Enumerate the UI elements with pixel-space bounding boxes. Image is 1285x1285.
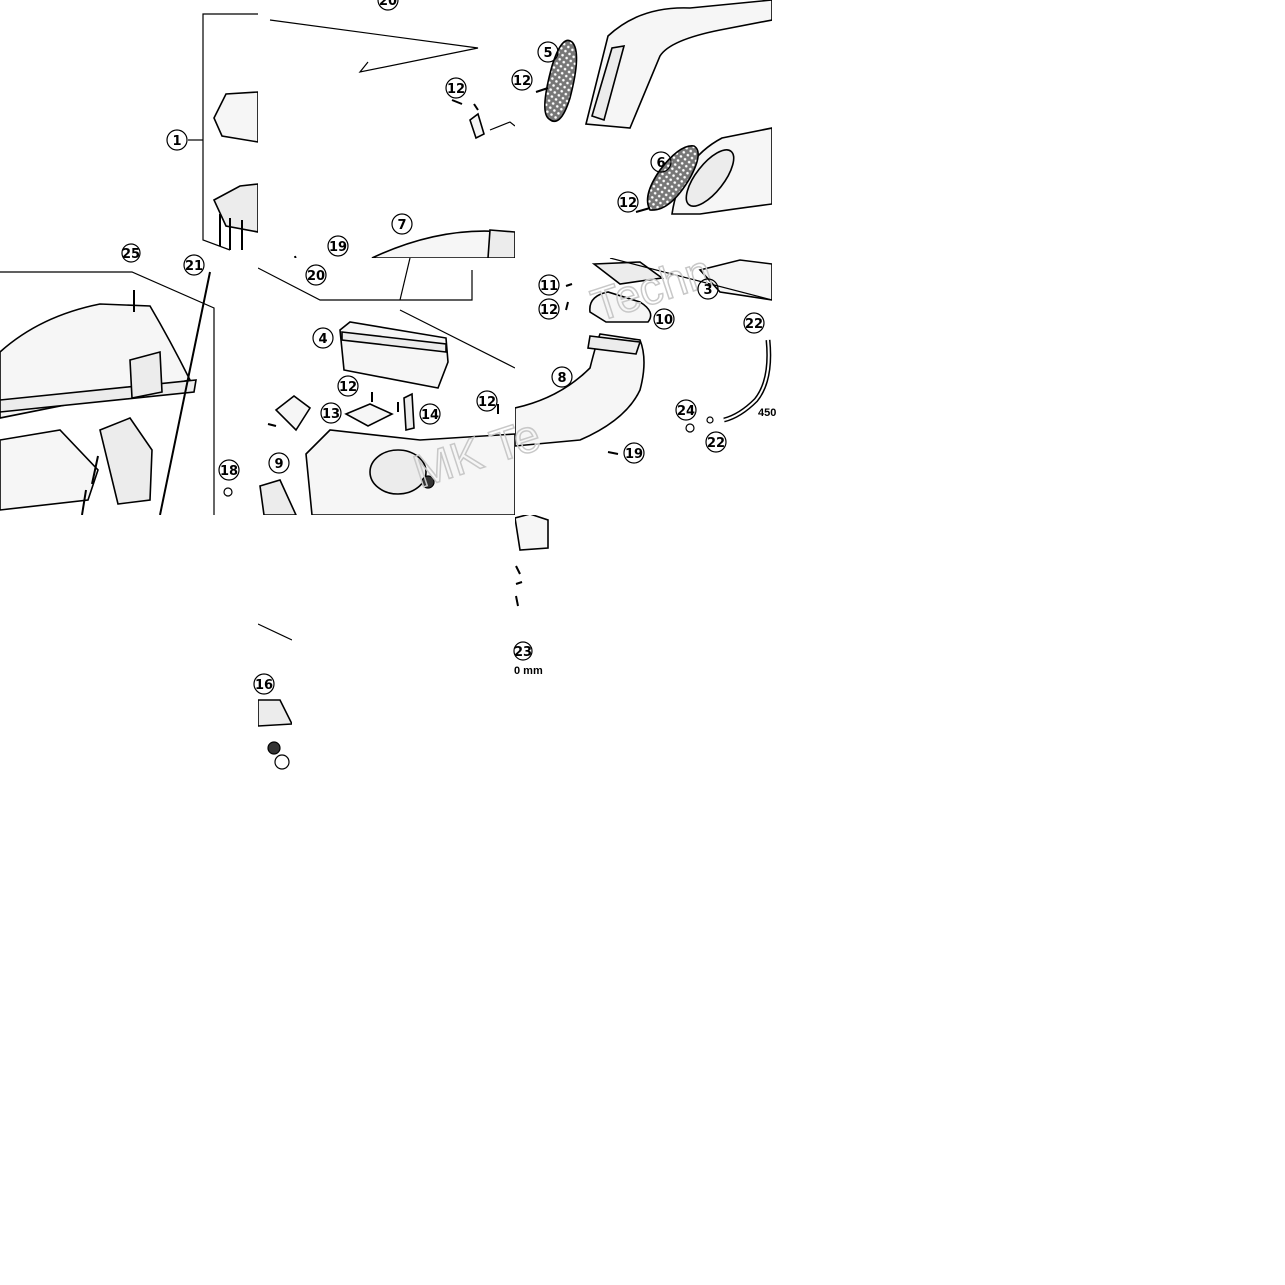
svg-text:8: 8 bbox=[557, 371, 566, 386]
svg-text:20: 20 bbox=[379, 0, 397, 9]
tile-top-left bbox=[188, 13, 258, 251]
callout-12-b: 12 bbox=[511, 69, 533, 91]
svg-text:12: 12 bbox=[339, 380, 357, 395]
callout-20-b: 20 bbox=[305, 264, 327, 286]
svg-text:11: 11 bbox=[540, 279, 558, 294]
callout-3: 3 bbox=[697, 278, 719, 300]
callout-5: 5 bbox=[537, 41, 559, 63]
callout-19-a: 19 bbox=[327, 235, 349, 257]
callout-8: 8 bbox=[551, 366, 573, 388]
callout-23: 23 bbox=[513, 641, 533, 661]
callout-22-b: 22 bbox=[705, 431, 727, 453]
tube-14 bbox=[403, 392, 415, 432]
callout-12-c: 12 bbox=[617, 191, 639, 213]
tile-mid-left bbox=[0, 271, 233, 515]
intake-duct-upper bbox=[584, 0, 772, 129]
tile-top-middle bbox=[269, 19, 515, 258]
air-filter-4 bbox=[339, 321, 449, 389]
svg-text:12: 12 bbox=[540, 303, 558, 318]
svg-text:21: 21 bbox=[185, 259, 203, 274]
svg-text:12: 12 bbox=[513, 74, 531, 89]
unit-label: 0 mm bbox=[514, 665, 543, 677]
callout-20-a: 20 bbox=[377, 0, 399, 11]
svg-text:4: 4 bbox=[318, 332, 327, 347]
callout-12-a: 12 bbox=[445, 77, 467, 99]
callout-10: 10 bbox=[653, 308, 675, 330]
svg-text:1: 1 bbox=[172, 134, 181, 149]
tile-center bbox=[258, 258, 515, 515]
svg-text:5: 5 bbox=[543, 46, 552, 61]
assembly-bracket-1 bbox=[202, 13, 258, 251]
callout-12-f: 12 bbox=[538, 298, 560, 320]
svg-text:12: 12 bbox=[478, 395, 496, 410]
svg-text:3: 3 bbox=[703, 283, 712, 298]
svg-text:20: 20 bbox=[307, 269, 325, 284]
callout-7: 7 bbox=[391, 213, 413, 235]
svg-text:19: 19 bbox=[329, 240, 347, 255]
callout-11: 11 bbox=[538, 274, 560, 296]
svg-text:23: 23 bbox=[514, 645, 532, 660]
svg-text:9: 9 bbox=[274, 457, 283, 472]
gasket-13 bbox=[344, 403, 394, 427]
intake-tube-8 bbox=[515, 333, 645, 447]
hose-length-label: 450 bbox=[758, 407, 776, 419]
tile-strip-right bbox=[515, 515, 549, 607]
callout-12-d: 12 bbox=[337, 375, 359, 397]
svg-text:10: 10 bbox=[655, 313, 673, 328]
bracket-frame bbox=[269, 19, 479, 73]
callout-16: 16 bbox=[253, 673, 275, 695]
seal-ring-10 bbox=[589, 291, 652, 323]
callout-4: 4 bbox=[312, 327, 334, 349]
air-box-cover-part bbox=[213, 91, 258, 143]
svg-text:25: 25 bbox=[122, 247, 140, 262]
svg-text:24: 24 bbox=[677, 404, 695, 419]
svg-text:12: 12 bbox=[619, 196, 637, 211]
svg-text:18: 18 bbox=[220, 464, 238, 479]
svg-text:6: 6 bbox=[656, 156, 665, 171]
lower-housing-part bbox=[0, 429, 99, 511]
callout-18: 18 bbox=[218, 459, 240, 481]
callout-12-e: 12 bbox=[476, 390, 498, 412]
tile-top-right bbox=[535, 0, 772, 215]
svg-text:7: 7 bbox=[397, 218, 406, 233]
svg-text:16: 16 bbox=[255, 678, 273, 693]
callout-13: 13 bbox=[320, 402, 342, 424]
svg-text:12: 12 bbox=[447, 82, 465, 97]
callout-24: 24 bbox=[675, 399, 697, 421]
callout-1: 1 bbox=[166, 129, 188, 151]
callout-21: 21 bbox=[183, 254, 205, 276]
tile-strip-left bbox=[258, 623, 292, 770]
svg-text:14: 14 bbox=[421, 408, 439, 423]
callout-6: 6 bbox=[650, 151, 672, 173]
filter-screen-6 bbox=[646, 145, 699, 211]
callout-25: 25 bbox=[121, 243, 141, 263]
callout-14: 14 bbox=[419, 403, 441, 425]
svg-text:13: 13 bbox=[322, 407, 340, 422]
tile-mid-right bbox=[515, 258, 772, 455]
svg-text:19: 19 bbox=[625, 447, 643, 462]
svg-text:22: 22 bbox=[745, 317, 763, 332]
svg-text:22: 22 bbox=[707, 436, 725, 451]
callout-19-b: 19 bbox=[623, 442, 645, 464]
callout-22-a: 22 bbox=[743, 312, 765, 334]
callout-9: 9 bbox=[268, 452, 290, 474]
